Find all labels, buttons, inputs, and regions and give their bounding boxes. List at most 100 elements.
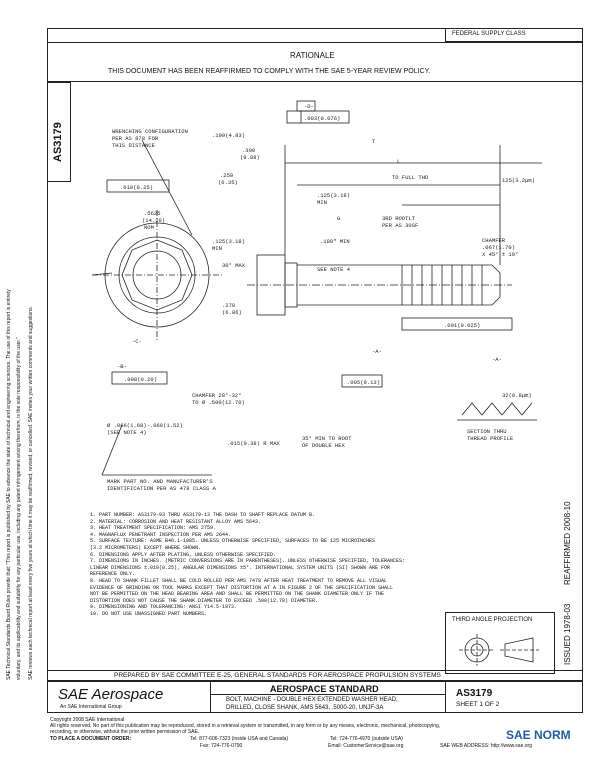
drawing-label: .190(4.83) xyxy=(212,132,245,139)
drawing-label: CHAMFER xyxy=(482,237,506,244)
note-line: 3. HEAT TREATMENT SPECIFICATION: AMS 275… xyxy=(90,525,217,532)
drawing-label: 30° MAX xyxy=(222,262,246,269)
notes-block: 1. PART NUMBER: AS3179-03 THRU AS3179-13… xyxy=(90,512,510,618)
dimension-label: T xyxy=(372,138,376,145)
drawing-label: CHAMFER 28°-32° xyxy=(192,392,242,399)
drawing-label: .067(1.70) xyxy=(482,244,515,251)
drawing-label: .008(0.20) xyxy=(124,376,157,383)
note-line: 1. PART NUMBER: AS3179-03 THRU AS3179-13… xyxy=(90,512,316,518)
drawing-label: OF DOUBLE HEX xyxy=(302,442,346,449)
drawing-label: (SEE NOTE 4) xyxy=(107,429,147,436)
rationale-title: RATIONALE xyxy=(290,51,335,60)
sae-logo-sub: An SAE International Group xyxy=(60,704,122,710)
datum-ref: -A- xyxy=(492,356,502,363)
footer-email[interactable]: Email: CustomerService@sae.org xyxy=(328,743,404,749)
title-block-divider-1 xyxy=(210,681,211,713)
note-line: 5. SURFACE TEXTURE: ASME B46.1-1985. UNL… xyxy=(90,538,376,545)
tolerance-frame-value: .003(0.076) xyxy=(304,115,340,122)
note-line: 4. MAGNAFLUX PENETRANT INSPECTION PER AM… xyxy=(90,531,232,538)
footer-rights-2: recording, or otherwise, without the pri… xyxy=(50,729,200,735)
tolerance-frame-value: .001(0.025) xyxy=(444,322,480,329)
title-block xyxy=(47,681,583,713)
dimension-label: 125(3.2µm) xyxy=(502,177,535,184)
drawing-label: 3RD ROOTLT xyxy=(382,215,416,222)
drawing-label: X 45° ± 10° xyxy=(482,251,518,258)
footer-tel: Tel: 877-606-7323 (inside USA and Canada… xyxy=(190,736,289,742)
note-line: 7. DIMENSIONS IN INCHES. (METRIC CONVERS… xyxy=(90,558,406,565)
side-disclaimer-1: SAE Technical Standards Board Rules prov… xyxy=(6,289,12,680)
drawing-label: MIN xyxy=(212,245,222,252)
tolerance-frame-value: .005(0.13) xyxy=(347,379,380,386)
drawing-label: THIS DISTANCE xyxy=(112,142,156,149)
reaffirmed-stamp: REAFFIRMED 2008-10 xyxy=(563,501,572,585)
sae-norm-watermark: SAE NORM xyxy=(506,728,571,742)
issued-stamp: ISSUED 1978-03 xyxy=(563,603,572,665)
drawing-label: .5625 xyxy=(144,210,161,217)
drawing-label: .125(3.18) xyxy=(317,192,350,199)
note-line: DISTORTION DOES NOT CAUSE THE SHANK DIAM… xyxy=(90,597,319,604)
drawing-label: (6.86) xyxy=(222,309,242,316)
note-line: 2. MATERIAL: CORROSION AND HEAT RESISTAN… xyxy=(90,518,262,525)
drawing-label: TO Ø .500(12.70) xyxy=(192,399,245,406)
standard-title: AEROSPACE STANDARD xyxy=(270,684,379,694)
note-line: NOT BE PERMITTED ON THE HEAD BEARING ARE… xyxy=(90,591,385,598)
datum-ref: -D- xyxy=(304,103,314,110)
note-line: LINEAR DIMENSIONS ±.010(0.25), ANGULAR D… xyxy=(90,564,391,571)
note-line: (3.2 MICROMETERS) EXCEPT WHERE SHOWN. xyxy=(90,544,202,551)
rationale-text: THIS DOCUMENT HAS BEEN REAFFIRMED TO COM… xyxy=(108,68,431,75)
note-line: 6. DIMENSIONS APPLY AFTER PLATING, UNLES… xyxy=(90,551,277,558)
title-block-divider-2 xyxy=(445,681,446,713)
rationale-box xyxy=(47,42,583,82)
drawing-label: .250 xyxy=(220,172,233,179)
footer-order-label: TO PLACE A DOCUMENT ORDER: xyxy=(50,736,132,742)
drawing-label: (14.29) xyxy=(142,217,165,224)
thread-profile xyxy=(461,402,533,416)
drawing-label: .010(0.25) xyxy=(120,184,153,191)
drawing-label: (6.35) xyxy=(218,179,238,186)
federal-supply-class-label: FEDERAL SUPPLY CLASS xyxy=(452,31,526,37)
drawing-label: TO FULL THD xyxy=(392,174,429,181)
note-line: 8. HEAD TO SHANK FILLET SHALL BE COLD RO… xyxy=(90,577,388,584)
drawing-label: .270 xyxy=(222,302,235,309)
datum-ref: -B- xyxy=(117,363,127,370)
description-line-2: DRILLED, CLOSE SHANK, AMS 5643, .5000-20… xyxy=(226,705,384,711)
title-doc-number: AS3179 xyxy=(456,688,493,699)
drawing-label: (9.88) xyxy=(240,154,260,161)
drawing-label: NOM xyxy=(144,224,154,231)
drawing-label: 35° MIN TO ROOT xyxy=(302,435,352,442)
note-line: EVIDENCE OF GRINDING OR TOOL MARKS EXCEP… xyxy=(90,584,394,591)
drawing-label: SEE NOTE 4 xyxy=(317,266,351,273)
side-disclaimer-3: SAE reviews each technical report at lea… xyxy=(28,306,34,680)
drawing-label: MARK PART NO. AND MANUFACTURER'S xyxy=(107,478,213,485)
sae-logo-text: SAE Aerospace xyxy=(58,686,164,703)
side-doc-number: AS3179 xyxy=(52,122,64,162)
prepared-by-text: PREPARED BY SAE COMMITTEE E-25, GENERAL … xyxy=(114,672,441,679)
drawing-label: Ø .066(1.68)-.060(1.52) xyxy=(107,422,183,429)
federal-supply-class-box xyxy=(445,28,583,42)
footer-web[interactable]: SAE WEB ADDRESS: http://www.sae.org xyxy=(440,743,532,749)
description-line-1: BOLT, MACHINE - DOUBLE HEX EXTENDED WASH… xyxy=(226,697,398,703)
prepared-by-bar xyxy=(47,670,583,681)
drawing-label: WRENCHING CONFIGURATION xyxy=(112,128,188,135)
third-angle-box xyxy=(445,612,555,674)
drawing-label: .125(3.18) xyxy=(212,238,245,245)
third-angle-label: THIRD ANGLE PROJECTION xyxy=(452,617,533,623)
datum-ref: -C- xyxy=(132,338,142,345)
sae-logo: SAE Aerospace xyxy=(58,686,163,703)
side-disclaimer-2: voluntary, and its applicability and sui… xyxy=(16,337,22,680)
standard-title-rule xyxy=(210,694,445,695)
footer-tel-2: Tel: 724-776-4970 (outside USA) xyxy=(330,736,403,742)
drawing-label: IDENTIFICATION PER AS 478 CLASS A xyxy=(107,485,217,492)
note-line: REFERENCE ONLY. xyxy=(90,571,136,578)
footer-rights: All rights reserved. No part of this pub… xyxy=(50,723,441,729)
dimension-label: L xyxy=(397,158,400,165)
note-line: 9. DIMENSIONING AND TOLERANCING: ANSI Y1… xyxy=(90,604,238,611)
drawing-label: PER AS 870 FOR xyxy=(112,135,159,142)
drawing-label: .300 xyxy=(242,147,255,154)
dimension-label: G xyxy=(337,215,340,222)
footer-fax: Fax: 724-776-0790 xyxy=(200,743,243,749)
note-line: 10. DO NOT USE UNASSIGNED PART NUMBERS. xyxy=(90,610,208,617)
footer-copyright: Copyright 2008 SAE International xyxy=(50,717,125,723)
drawing-label: .180" MIN xyxy=(320,238,350,245)
datum-ref: -A- xyxy=(372,348,382,355)
